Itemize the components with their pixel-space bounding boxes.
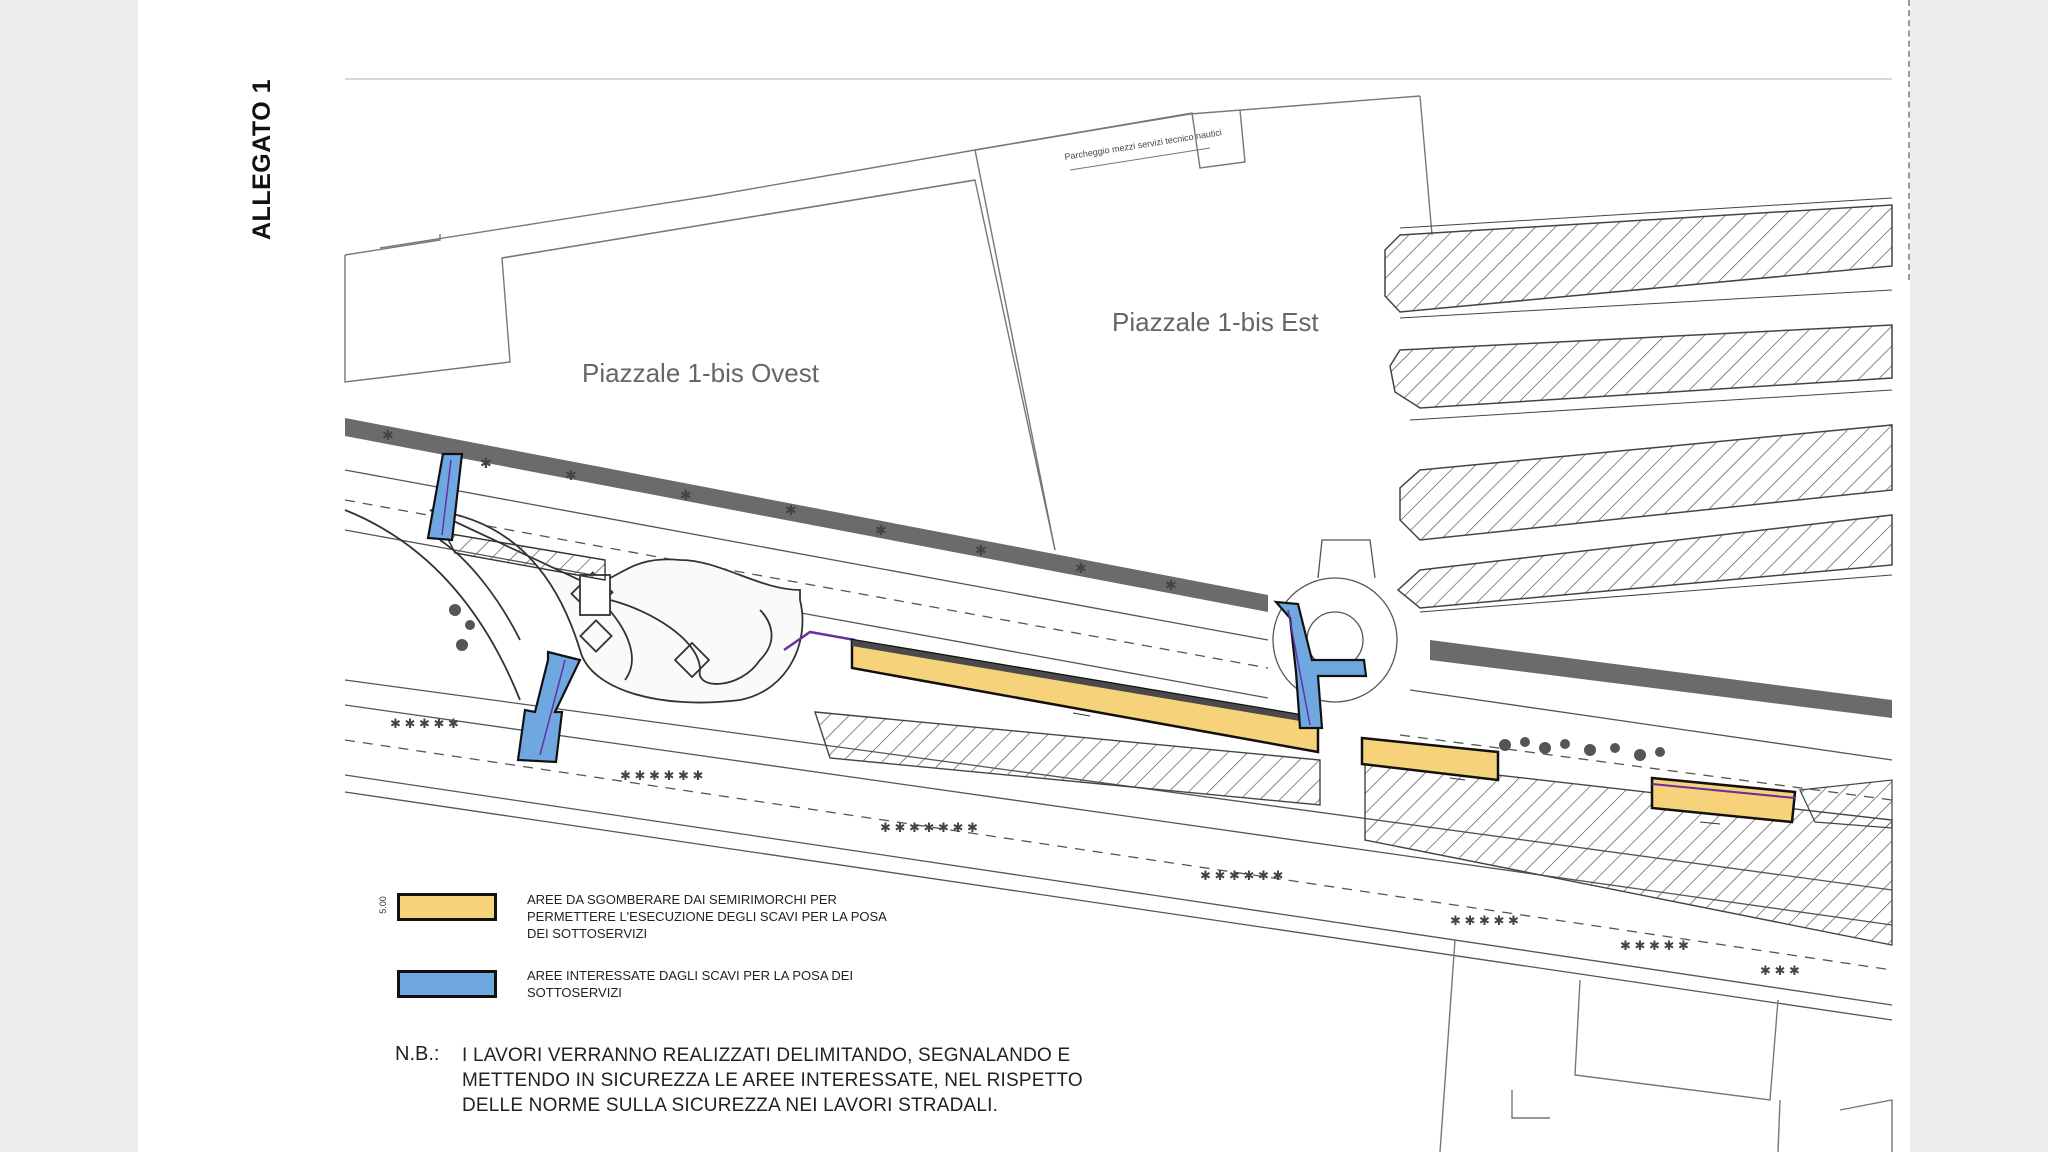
sheet-edge-dashed — [1908, 0, 1910, 280]
svg-text:✱: ✱ — [680, 487, 692, 503]
park-area — [344, 509, 804, 704]
svg-text:✱ ✱ ✱ ✱ ✱ ✱: ✱ ✱ ✱ ✱ ✱ ✱ — [620, 768, 704, 783]
legend-swatch-yellow — [397, 893, 497, 921]
clear-area-3 — [1650, 776, 1797, 824]
buildings-south-east — [1439, 939, 1893, 1152]
svg-text:✱: ✱ — [1075, 560, 1087, 576]
svg-text:✱: ✱ — [875, 522, 887, 538]
legend-dimension-mark: 5.00 — [377, 896, 388, 914]
svg-text:✱: ✱ — [785, 502, 797, 518]
svg-text:✱: ✱ — [1165, 577, 1177, 593]
street-trees: ✱ ✱ ✱ ✱ ✱ ✱ ✱ ✱ ✱ ✱ ✱ ✱ ✱ ✱ ✱ ✱ ✱ ✱ ✱ ✱ … — [382, 427, 1800, 978]
note-label: N.B.: — [395, 1043, 440, 1065]
note-text: I LAVORI VERRANNO REALIZZATI DELIMITANDO… — [462, 1045, 1083, 1116]
building-outlines — [344, 95, 1433, 551]
clear-area-2 — [1360, 736, 1500, 782]
utility-line — [783, 630, 856, 652]
parking-stalls-east — [1384, 197, 1893, 613]
excavation-area-1 — [426, 452, 464, 542]
area-label-east: Piazzale 1-bis Est — [1112, 307, 1319, 337]
svg-text:✱: ✱ — [480, 455, 492, 471]
clear-area-3-line — [1651, 783, 1796, 799]
hatched-walkway — [443, 532, 606, 581]
legend-swatch-blue — [397, 970, 497, 998]
clear-areas-yellow — [850, 638, 1797, 824]
clear-area-1-edge — [852, 640, 1318, 724]
legend-text-blue: AREE INTERESSATE DAGLI SCAVI PER LA POSA… — [527, 968, 854, 1000]
area-label-west: Piazzale 1-bis Ovest — [582, 358, 820, 388]
dimension-marks — [1072, 712, 1721, 825]
svg-text:✱: ✱ — [382, 427, 394, 443]
svg-text:✱ ✱ ✱ ✱ ✱ ✱: ✱ ✱ ✱ ✱ ✱ ✱ — [1200, 868, 1284, 883]
excavation-areas-blue — [426, 452, 1368, 764]
svg-text:✱ ✱ ✱ ✱ ✱: ✱ ✱ ✱ ✱ ✱ — [1450, 913, 1519, 928]
svg-text:✱: ✱ — [565, 467, 577, 483]
svg-text:✱: ✱ — [975, 542, 987, 558]
legend-text-yellow: AREE DA SGOMBERARE DAI SEMIRIMORCHI PER … — [527, 892, 887, 941]
east-road — [1399, 640, 1893, 801]
svg-text:✱ ✱ ✱ ✱ ✱: ✱ ✱ ✱ ✱ ✱ — [390, 716, 459, 731]
parking-note-leader — [1069, 147, 1211, 171]
svg-text:✱ ✱ ✱: ✱ ✱ ✱ — [1760, 963, 1800, 978]
excavation-area-3 — [1273, 600, 1368, 730]
excavation-area-2 — [516, 650, 582, 764]
svg-text:✱ ✱ ✱ ✱ ✱: ✱ ✱ ✱ ✱ ✱ — [1620, 938, 1689, 953]
vegetation-east — [449, 604, 1665, 761]
svg-text:✱ ✱ ✱ ✱ ✱ ✱ ✱: ✱ ✱ ✱ ✱ ✱ ✱ ✱ — [880, 820, 978, 835]
